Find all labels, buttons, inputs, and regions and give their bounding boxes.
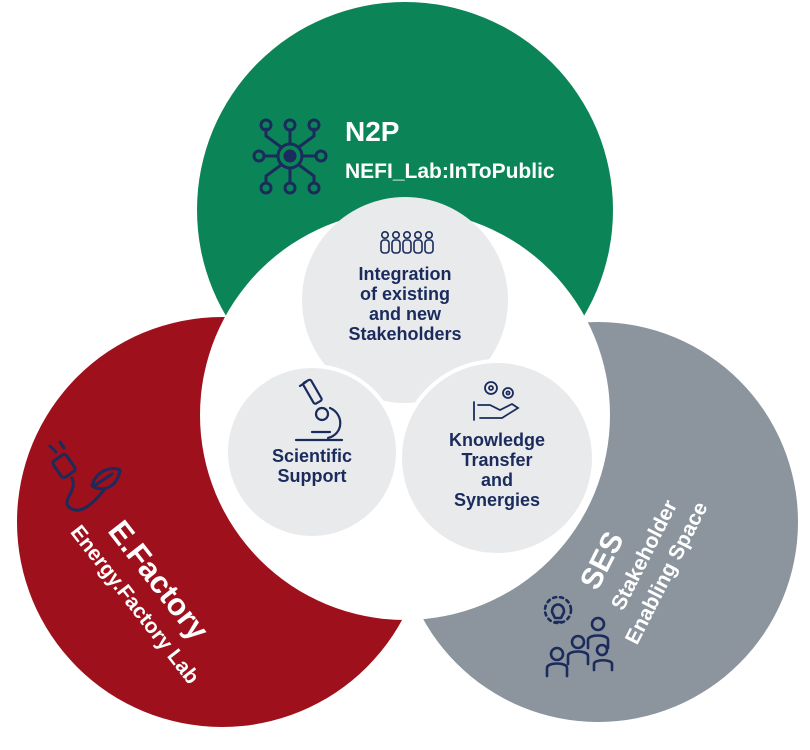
- integration-label: Integration of existing and new Stakehol…: [348, 264, 462, 345]
- integration-circle: [302, 197, 508, 403]
- plug-leaf-icon: [48, 440, 122, 512]
- network-hub-icon: [252, 118, 328, 195]
- people-group-icon: [380, 231, 434, 254]
- microscope-icon: [294, 378, 344, 442]
- knowledge-circle: [400, 361, 594, 555]
- n2p-title: N2P: [345, 116, 400, 147]
- people-idea-icon: [543, 595, 614, 678]
- n2p-subtitle: NEFI_Lab:InToPublic: [345, 160, 555, 183]
- knowledge-label: Knowledge Transfer and Synergies: [448, 430, 545, 511]
- science-label: Scientific Support: [271, 446, 353, 487]
- gears-hand-icon: [473, 381, 520, 421]
- science-circle: [226, 366, 398, 538]
